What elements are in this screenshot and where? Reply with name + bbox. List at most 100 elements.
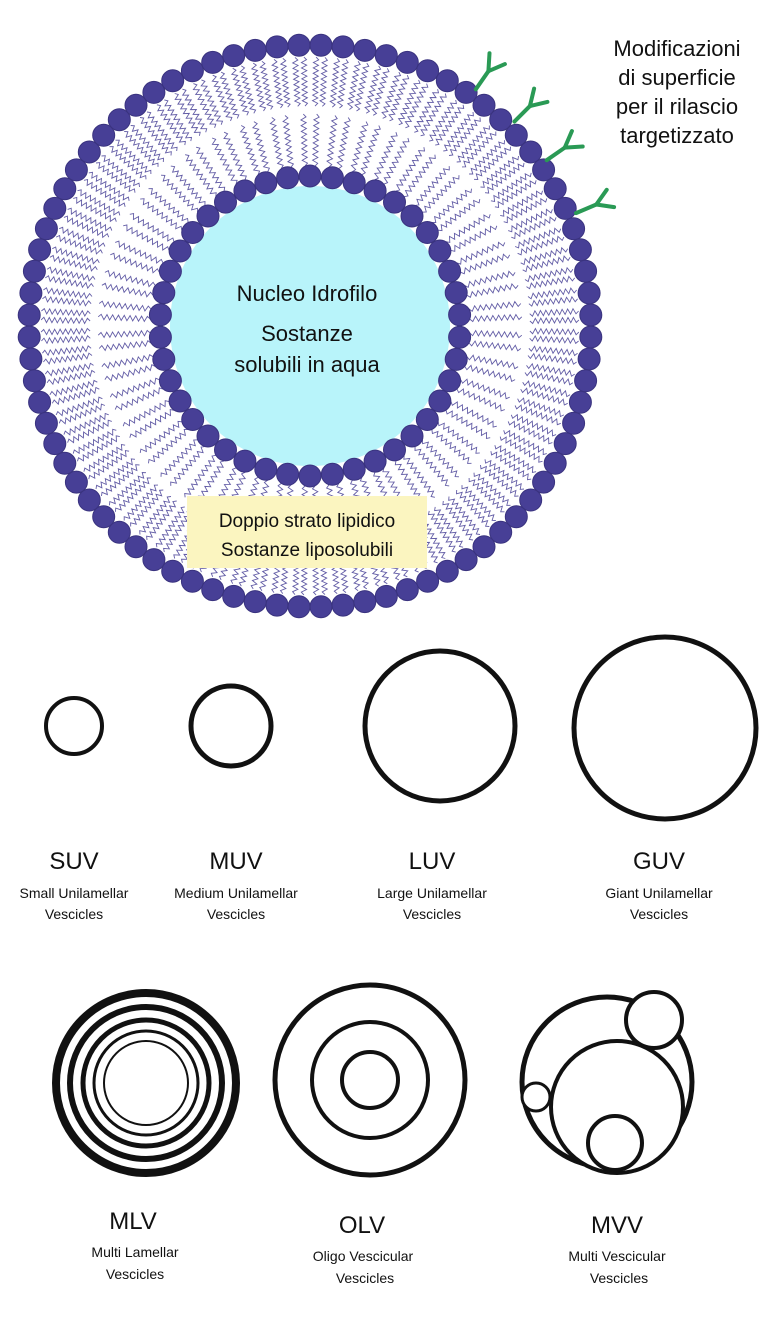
outer-tail-6-0 [503, 429, 547, 456]
outer-tail-0-1 [529, 335, 579, 345]
outer-head-77 [574, 259, 598, 283]
inner-tail-36-1 [422, 175, 460, 213]
outer-tail-52-1 [164, 99, 193, 142]
outer-tail-79-0 [529, 307, 579, 317]
mvv-left-small-vesicle [520, 1081, 552, 1113]
antibody-arm-2-1 [562, 144, 585, 150]
mlv-vesicle [52, 989, 240, 1177]
inner-tail-31-0 [299, 113, 309, 167]
olv-name-line-1: Oligo Vescicular [313, 1248, 414, 1264]
mvv-large-inner-vesicle [549, 1039, 685, 1175]
outer-tail-33-1 [72, 428, 117, 455]
muv-name-line-1: Medium Unilamellar [174, 885, 298, 901]
outer-tail-63-1 [371, 68, 390, 116]
outer-tail-2-1 [524, 370, 574, 386]
mlv-ring-5 [103, 1040, 189, 1126]
antibody-arm-3-1 [594, 202, 617, 210]
outer-head-72 [532, 158, 556, 182]
outer-tail-58-1 [279, 58, 291, 108]
antibody-stem-2 [544, 145, 567, 163]
outer-tail-36-0 [51, 386, 100, 406]
luv-name-line-1: Large Unilamellar [377, 885, 487, 901]
outer-head-76 [568, 238, 592, 262]
outer-tail-76-0 [520, 246, 569, 266]
outer-tail-7-0 [494, 445, 537, 473]
inner-tail-22-1 [104, 269, 156, 288]
guv-name-line-2: Vescicles [630, 906, 688, 922]
multilamellar-labels: MLV Multi Lamellar Vescicles OLV Oligo V… [91, 1208, 666, 1286]
outer-tail-43-1 [52, 246, 100, 265]
inner-tail-17-1 [122, 400, 170, 427]
inner-head-35 [383, 190, 406, 214]
outer-tail-50-1 [130, 125, 164, 163]
inner-head-1 [444, 347, 468, 371]
surface-callout-line-4: targetizzato [620, 123, 734, 148]
outer-head-39 [17, 325, 41, 349]
core-callout-line-3: solubili in aqua [234, 352, 380, 377]
inner-tail-0-1 [468, 340, 522, 352]
inner-head-27 [214, 190, 237, 214]
outer-head-2 [574, 369, 598, 393]
inner-head-25 [181, 221, 205, 244]
antibody-arm-3-0 [594, 187, 609, 207]
inner-tail-3-0 [450, 401, 497, 428]
outer-tail-10-0 [461, 485, 496, 521]
antibody-arm-2-0 [562, 129, 574, 150]
inner-head-0 [448, 325, 472, 349]
inner-tail-26-0 [160, 174, 198, 213]
outer-tail-42-1 [46, 266, 96, 282]
inner-head-40 [444, 281, 468, 305]
inner-head-13 [233, 449, 257, 473]
inner-head-11 [276, 462, 300, 486]
outer-head-23 [222, 584, 246, 608]
outer-tail-77-0 [524, 266, 574, 283]
olv-outer-ring [272, 982, 468, 1178]
outer-head-63 [374, 44, 398, 68]
inner-head-41 [448, 303, 472, 327]
outer-tail-51-0 [139, 117, 172, 156]
surface-callout-line-2: di superficie [618, 65, 735, 90]
outer-head-8 [519, 488, 543, 512]
inner-tail-18-1 [109, 377, 160, 399]
liposome-cross-section [17, 33, 617, 619]
inner-tail-28-1 [223, 131, 247, 180]
outer-head-44 [34, 217, 58, 241]
inner-tail-23-1 [115, 240, 164, 264]
inner-head-10 [298, 464, 322, 488]
outer-tail-72-1 [494, 180, 537, 209]
olv-middle-ring [310, 1020, 430, 1140]
inner-tail-0-0 [469, 329, 523, 339]
inner-tail-33-0 [350, 121, 369, 173]
inner-tail-34-1 [383, 137, 410, 185]
antibody-arm-1-1 [527, 99, 550, 109]
outer-tail-31-1 [95, 458, 136, 490]
outer-tail-48-0 [95, 162, 136, 193]
outer-head-10 [489, 520, 513, 544]
suv-name-line-1: Small Unilamellar [20, 885, 129, 901]
mlv-ring-4 [92, 1029, 200, 1137]
outer-tail-66-0 [413, 89, 440, 133]
outer-tail-70-0 [469, 140, 505, 175]
inner-head-7 [363, 449, 387, 473]
outer-head-48 [77, 140, 101, 164]
outer-tail-10-1 [456, 489, 490, 527]
outer-tail-12-1 [427, 510, 456, 553]
mvv-top-small-vesicle [624, 990, 684, 1050]
inner-tail-5-1 [414, 446, 450, 487]
inner-head-9 [320, 462, 344, 486]
outer-head-16 [374, 584, 398, 608]
outer-tail-0-0 [529, 327, 580, 336]
guv-abbr: GUV [633, 848, 685, 875]
inner-tail-1-1 [464, 364, 516, 383]
outer-tail-60-1 [319, 57, 329, 107]
mvv-abbr: MVV [591, 1212, 643, 1239]
outer-head-75 [562, 217, 586, 241]
outer-tail-69-0 [456, 125, 490, 163]
outer-tail-31-0 [101, 464, 140, 497]
inner-tail-20-0 [98, 340, 152, 352]
outer-tail-41-0 [42, 295, 92, 307]
mlv-abbr: MLV [109, 1208, 157, 1235]
suv-name-line-2: Vescicles [45, 906, 103, 922]
inner-head-28 [233, 179, 257, 203]
outer-head-59 [287, 33, 311, 57]
